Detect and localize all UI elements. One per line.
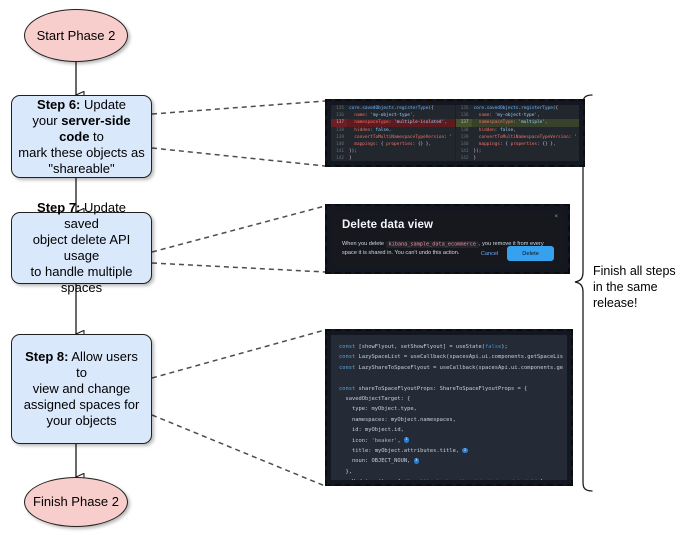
diff-line: 142} bbox=[331, 155, 455, 161]
diff-line: 137 namespaceType: 'multiple-isolated', bbox=[331, 119, 455, 127]
node-finish-label: Finish Phase 2 bbox=[33, 494, 119, 509]
step-6-prefix: Step 6: bbox=[37, 96, 81, 112]
step-6-text-e: "shareable" bbox=[48, 160, 115, 176]
line-number: 136 bbox=[455, 112, 472, 120]
diff-line: 139 convertToMultiNamespaceTypeVersion: … bbox=[331, 133, 455, 141]
node-start-label: Start Phase 2 bbox=[36, 27, 116, 43]
line-number: 138 bbox=[455, 126, 472, 134]
line-number: 135 bbox=[331, 105, 347, 113]
node-finish-phase-2: Finish Phase 2 bbox=[24, 477, 128, 527]
diff-line: 136 name: 'my-object-type', bbox=[455, 112, 580, 120]
brace-note: Finish all steps in the same release! bbox=[593, 263, 691, 311]
step-7-line-3: to handle multiple spaces bbox=[30, 264, 133, 295]
node-step-7: Step 7: Update saved object delete API u… bbox=[11, 200, 152, 295]
diff-line: 137 namespaceType: 'multiple', bbox=[455, 119, 579, 127]
line-code: }); bbox=[349, 149, 357, 155]
line-number: 140 bbox=[331, 140, 347, 149]
diff-line: 140 mappings: { properties: {} }, bbox=[331, 140, 455, 149]
diff-line: 141}); bbox=[331, 148, 455, 156]
step-8-line-2: view and change bbox=[32, 381, 131, 396]
line-code: name: 'my-object-type', bbox=[478, 113, 540, 119]
data-view-name-code: kibana_sample_data_ecommerce bbox=[385, 240, 479, 248]
diff-line: 136 name: 'my-object-type', bbox=[331, 112, 455, 120]
line-number: 138 bbox=[331, 126, 347, 134]
diff-line: 141}); bbox=[455, 148, 580, 156]
line-code: } bbox=[473, 156, 477, 161]
node-step-8: Step 8: Allow users to view and change a… bbox=[11, 334, 152, 444]
step-6-text-b: your bbox=[32, 112, 62, 128]
diff-line: 142} bbox=[455, 155, 580, 161]
brace-note-line-3: release! bbox=[593, 296, 638, 310]
node-step-6: Step 6: Update your server-side code to … bbox=[11, 95, 152, 178]
line-number: 141 bbox=[455, 148, 472, 156]
line-number: 141 bbox=[331, 148, 347, 156]
delete-button[interactable]: Delete bbox=[507, 246, 554, 261]
step-7-prefix: Step 7: bbox=[37, 200, 81, 215]
node-step-8-text: Step 8: Allow users to view and change a… bbox=[18, 349, 145, 429]
diff-line: 138 hidden: false, bbox=[331, 126, 455, 134]
step-7-line-1: Update saved bbox=[64, 200, 126, 231]
line-code: mappings: { properties: {} }, bbox=[478, 141, 556, 147]
line-number: 142 bbox=[331, 155, 347, 161]
cancel-button[interactable]: Cancel bbox=[480, 250, 499, 257]
step-8-line-4: your objects bbox=[46, 413, 117, 428]
node-start-phase-2: Start Phase 2 bbox=[24, 9, 128, 62]
line-number: 137 bbox=[331, 119, 347, 127]
line-code: namespaceType: 'multiple-isolated', bbox=[354, 120, 447, 126]
line-code: core.savedObjects.registerType({ bbox=[349, 106, 434, 111]
dialog-title: Delete data view bbox=[342, 219, 434, 231]
step-6-text-d: mark these objects as bbox=[18, 144, 145, 160]
line-number: 136 bbox=[331, 112, 347, 120]
line-code: }); bbox=[473, 149, 482, 155]
dialog-body-prefix: When you delete bbox=[342, 241, 384, 247]
line-number: 135 bbox=[455, 105, 472, 113]
line-code: name: 'my-object-type', bbox=[354, 113, 416, 119]
share-to-space-flyout-code-screenshot: const [showFlyout, setShowFlyout] = useS… bbox=[325, 329, 573, 486]
brace-note-line-1: Finish all steps bbox=[593, 264, 676, 278]
line-code: convertToMultiNamespaceTypeVersion: ' bbox=[354, 134, 453, 140]
dialog-body-suffix: , you remove it from every space it is s… bbox=[342, 241, 544, 256]
step-6-text-c: to bbox=[89, 128, 104, 144]
node-step-7-text: Step 7: Update saved object delete API u… bbox=[18, 200, 145, 296]
step-8-prefix: Step 8: bbox=[25, 349, 69, 364]
line-number: 137 bbox=[455, 119, 472, 127]
node-step-6-text: Step 6: Update your server-side code to … bbox=[18, 97, 145, 177]
step-6-bold: server-side code bbox=[59, 112, 131, 144]
line-code: core.savedObjects.registerType({ bbox=[473, 106, 559, 111]
close-icon[interactable]: × bbox=[554, 214, 558, 220]
dialog-body: When you delete kibana_sample_data_ecomm… bbox=[342, 240, 553, 258]
diff-line: 139 convertToMultiNamespaceTypeVersion: … bbox=[455, 133, 580, 141]
line-code: hidden: false, bbox=[478, 127, 516, 133]
diff-line: 140 mappings: { properties: {} }, bbox=[455, 140, 580, 149]
step-8-line-3: assigned spaces for bbox=[23, 397, 140, 412]
line-number: 142 bbox=[455, 155, 472, 161]
line-code: hidden: false, bbox=[354, 127, 392, 133]
modal-dialog: × Delete data view When you delete kiban… bbox=[331, 210, 564, 268]
line-code: namespaceType: 'multiple', bbox=[478, 120, 548, 126]
line-number: 139 bbox=[455, 133, 472, 141]
step-6-text-a: Update bbox=[80, 96, 126, 112]
diff-line: 138 hidden: false, bbox=[455, 126, 580, 134]
dialog-actions: Cancel Delete bbox=[481, 246, 554, 261]
line-code: mappings: { properties: {} }, bbox=[354, 141, 432, 147]
code-block: const [showFlyout, setShowFlyout] = useS… bbox=[331, 335, 567, 480]
step-8-line-1: Allow users to bbox=[68, 349, 138, 380]
line-number: 140 bbox=[455, 140, 472, 149]
line-code: convertToMultiNamespaceTypeVersion: ' bbox=[478, 134, 577, 140]
brace-note-line-2: in the same bbox=[593, 280, 658, 294]
line-number: 139 bbox=[331, 133, 347, 141]
delete-data-view-dialog-screenshot: × Delete data view When you delete kiban… bbox=[325, 204, 570, 274]
step-7-line-2: object delete API usage bbox=[32, 232, 131, 263]
line-code: } bbox=[349, 156, 352, 161]
